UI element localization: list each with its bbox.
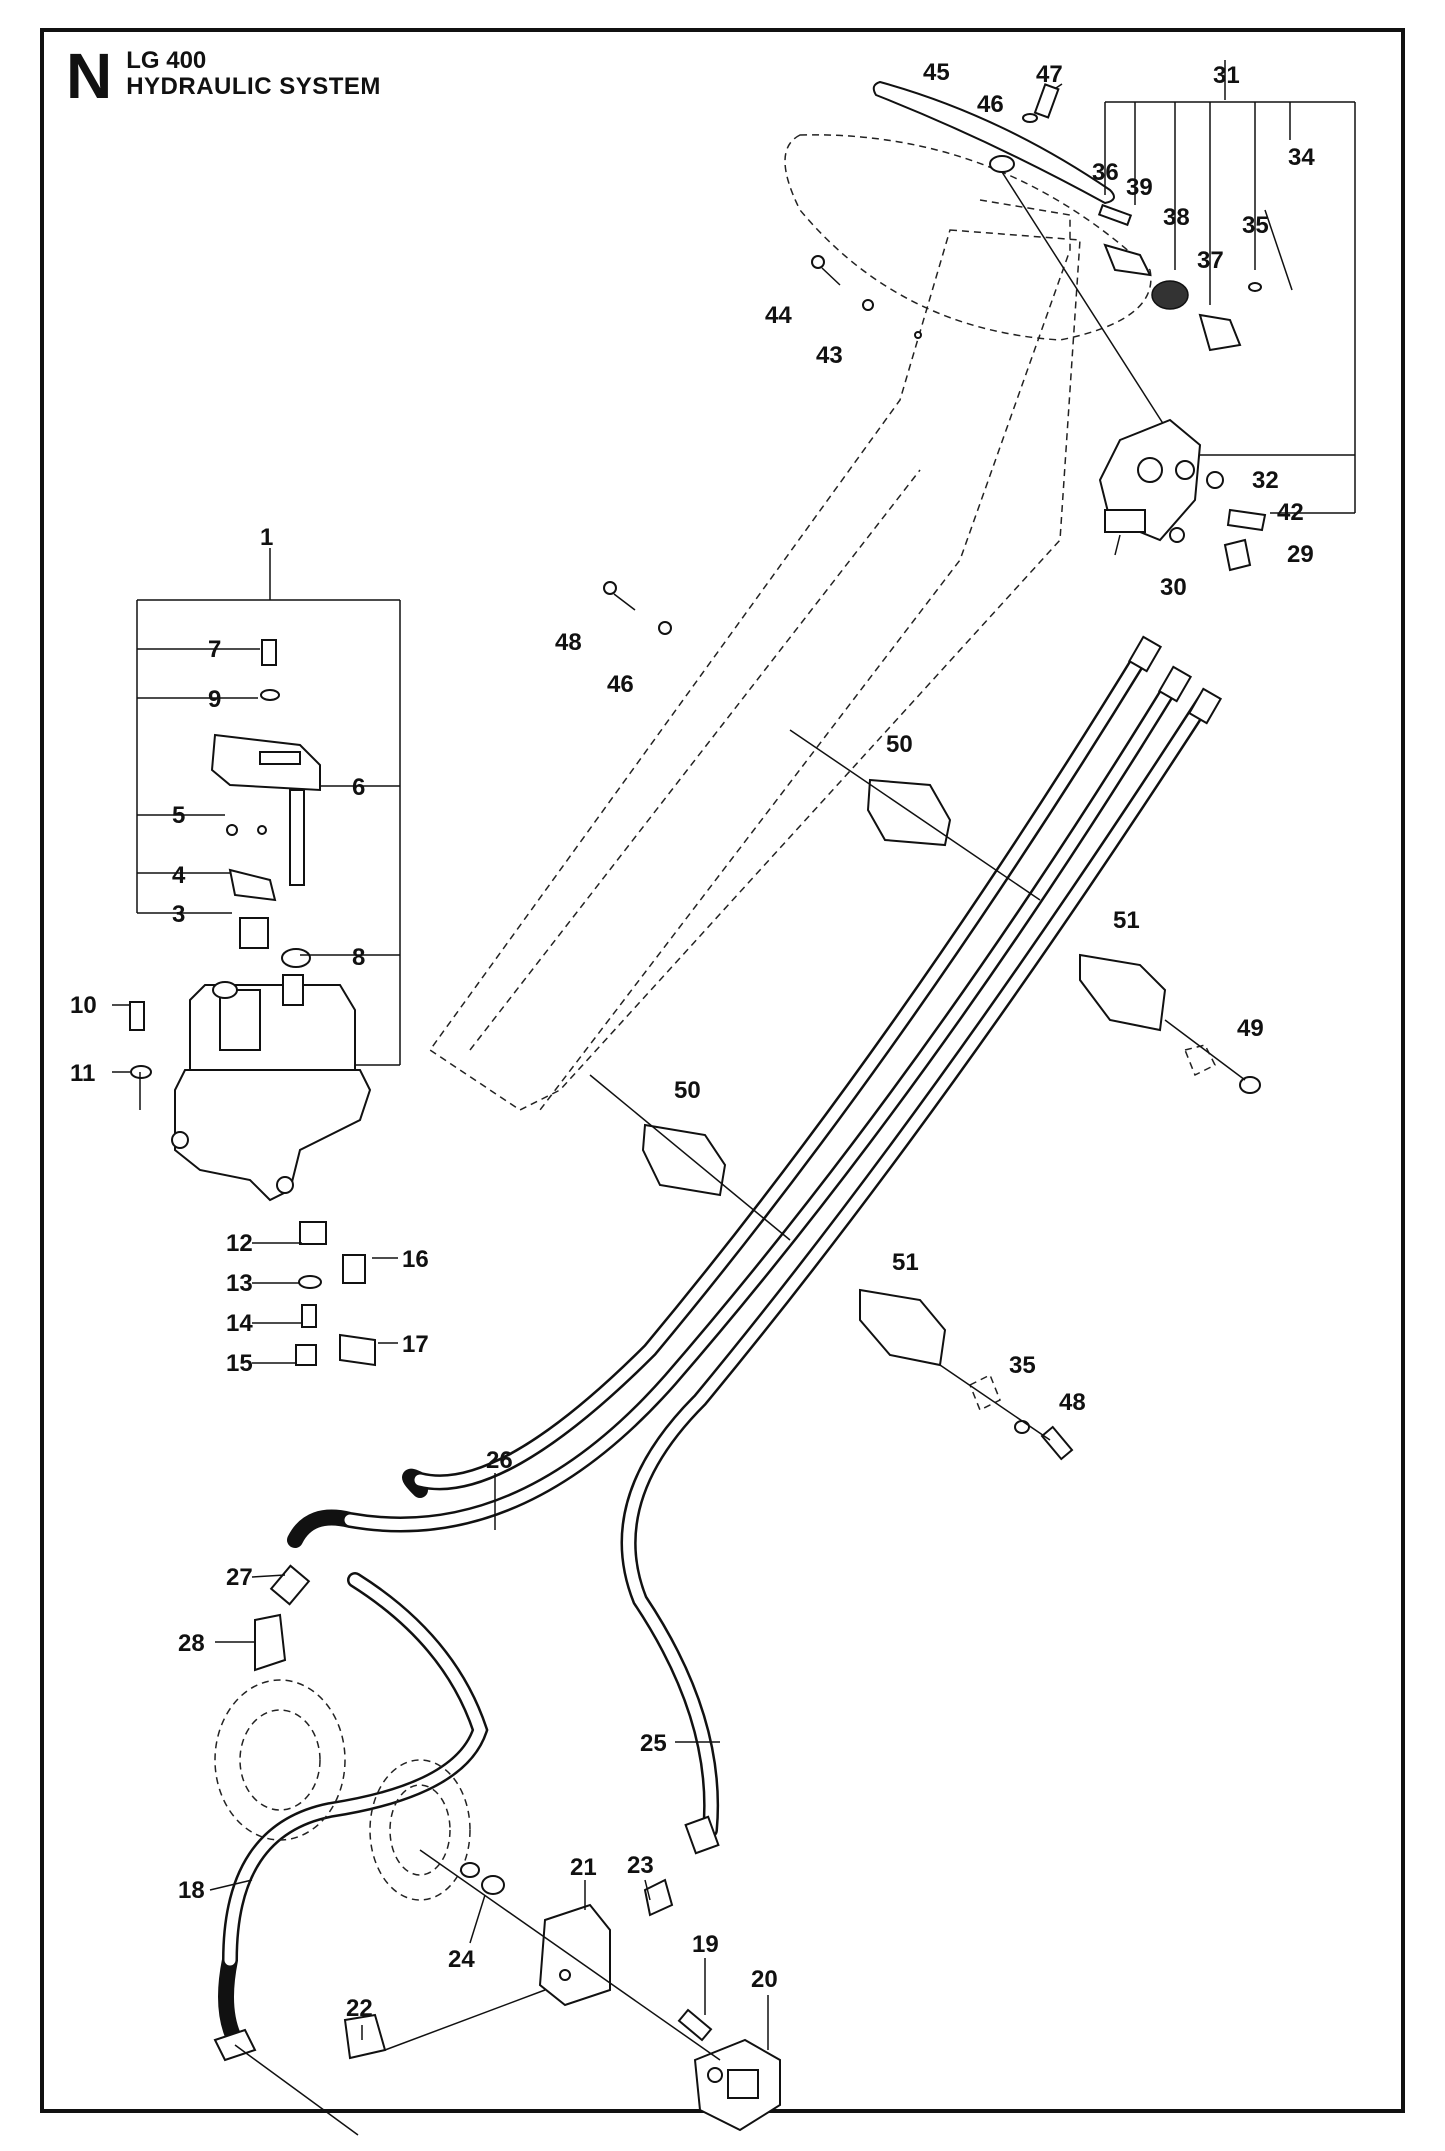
tow-parts (234, 1849, 721, 2136)
section-letter: N (66, 40, 113, 112)
callout-35-top: 35 (1242, 212, 1269, 239)
callout-11: 11 (70, 1060, 95, 1087)
hydraulic-tank[interactable] (171, 974, 372, 1202)
callout-37: 37 (1197, 247, 1224, 274)
callout-9: 9 (208, 686, 221, 713)
control-lever[interactable] (210, 733, 321, 886)
callout-44: 44 (765, 302, 792, 329)
callout-7: 7 (208, 636, 221, 663)
callouts: 1 7 9 6 5 4 3 8 10 11 12 16 13 14 17 15 … (70, 59, 1315, 2022)
callout-17: 17 (402, 1331, 429, 1358)
callout-49: 49 (1237, 1015, 1264, 1042)
group-31-bracket (1104, 60, 1356, 514)
callout-47: 47 (1036, 61, 1063, 88)
callout-10: 10 (70, 992, 97, 1019)
callout-30: 30 (1160, 574, 1187, 601)
clamp-50-upper[interactable] (866, 778, 952, 847)
steering-wheel[interactable] (872, 80, 1115, 205)
callout-14: 14 (226, 1310, 253, 1337)
callout-48-lower: 48 (1059, 1389, 1086, 1416)
model-name: LG 400 (126, 47, 207, 74)
title-block: LG 400 HYDRAULIC SYSTEM (126, 44, 381, 101)
callout-23: 23 (627, 1852, 654, 1879)
tow-bracket-21[interactable] (538, 1903, 611, 2007)
clamp-50-lower[interactable] (641, 1123, 727, 1197)
clamp-fasteners (589, 729, 1261, 1461)
callout-50-lower: 50 (674, 1077, 701, 1104)
steering-shaft (1001, 171, 1181, 451)
callout-24: 24 (448, 1946, 475, 1973)
callout-6: 6 (352, 774, 365, 801)
wheel-motor-left (214, 1679, 346, 1841)
callout-4: 4 (172, 862, 186, 889)
callout-19: 19 (692, 1931, 719, 1958)
callout-43: 43 (816, 342, 843, 369)
callout-32: 32 (1252, 467, 1279, 494)
callout-13: 13 (226, 1270, 253, 1297)
steering-valve-components (1097, 203, 1293, 572)
hose-fittings (213, 635, 1223, 2062)
callout-39: 39 (1126, 174, 1153, 201)
callout-46-top: 46 (977, 91, 1004, 118)
callout-25: 25 (640, 1730, 667, 1757)
callout-29: 29 (1287, 541, 1314, 568)
hose-bundle (218, 642, 1213, 2048)
clamp-51-lower[interactable] (859, 1288, 947, 1367)
callout-35-lower: 35 (1009, 1352, 1036, 1379)
callout-leaders (112, 1004, 769, 2050)
callout-45: 45 (923, 59, 950, 86)
callout-20: 20 (751, 1966, 778, 1993)
wheel-motor-right (369, 1759, 471, 1901)
callout-36: 36 (1092, 159, 1119, 186)
callout-3: 3 (172, 901, 185, 928)
callout-51-upper: 51 (1113, 907, 1140, 934)
clamp-51-upper[interactable] (1079, 953, 1167, 1032)
bolt-44 (811, 255, 922, 339)
callout-22: 22 (346, 1995, 373, 2022)
callout-31: 31 (1213, 62, 1240, 89)
callout-12: 12 (226, 1230, 253, 1257)
bolt-48-upper (603, 581, 672, 635)
screw-47 (1022, 83, 1063, 123)
group-1-bracket (136, 548, 401, 1066)
callout-48-upper: 48 (555, 629, 582, 656)
callout-1: 1 (260, 524, 273, 551)
chassis-frame-outline (428, 134, 1152, 1111)
steering-valve[interactable] (1098, 418, 1202, 556)
callout-34: 34 (1288, 144, 1315, 171)
callout-16: 16 (402, 1246, 429, 1273)
callout-21: 21 (570, 1854, 597, 1881)
tank-small-parts (129, 639, 376, 1367)
tow-hitch-20[interactable] (693, 2038, 781, 2132)
callout-46-upper: 46 (607, 671, 634, 698)
callout-5: 5 (172, 802, 185, 829)
callout-38: 38 (1163, 204, 1190, 231)
callout-26: 26 (486, 1447, 513, 1474)
callout-28: 28 (178, 1630, 205, 1657)
callout-18: 18 (178, 1877, 205, 1904)
system-name: HYDRAULIC SYSTEM (126, 73, 381, 101)
callout-27: 27 (226, 1564, 253, 1591)
callout-8: 8 (352, 944, 365, 971)
callout-50-upper: 50 (886, 731, 913, 758)
callout-42: 42 (1277, 499, 1304, 526)
callout-15: 15 (226, 1350, 253, 1377)
diagram-header: N LG 400 HYDRAULIC SYSTEM (66, 44, 381, 108)
callout-51-lower: 51 (892, 1249, 919, 1276)
